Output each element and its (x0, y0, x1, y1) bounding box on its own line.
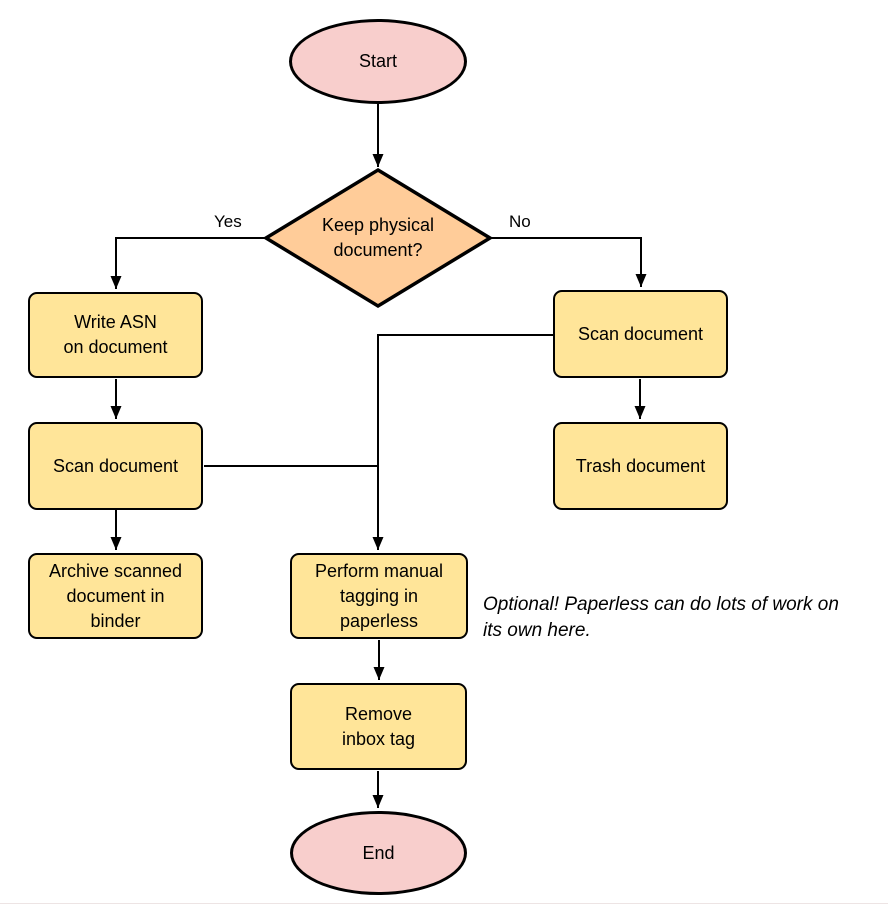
remove-inbox-tag-node: Remove inbox tag (290, 683, 467, 770)
trash-document-node: Trash document (553, 422, 728, 510)
optional-annotation: Optional! Paperless can do lots of work … (483, 594, 839, 641)
edge-decision-to-write-asn (110, 237, 266, 289)
scan-document-left-node: Scan document (28, 422, 203, 510)
edge-scan-right-to-tagging (372, 334, 553, 550)
write-asn-node: Write ASN on document (28, 292, 203, 378)
scan-document-right-node: Scan document (553, 290, 728, 378)
archive-binder-node: Archive scanned document in binder (28, 553, 203, 639)
manual-tagging-node: Perform manual tagging in paperless (290, 553, 468, 639)
bottom-edge-line (0, 903, 888, 904)
start-node: Start (289, 19, 467, 104)
edge-decision-to-scan-right (490, 237, 647, 287)
decision-node-shape (262, 167, 494, 309)
edge-label-yes: Yes (212, 212, 244, 232)
end-node: End (290, 811, 467, 895)
decision-node-label: Keep physical document? (321, 215, 435, 260)
edge-label-no: No (507, 212, 533, 232)
